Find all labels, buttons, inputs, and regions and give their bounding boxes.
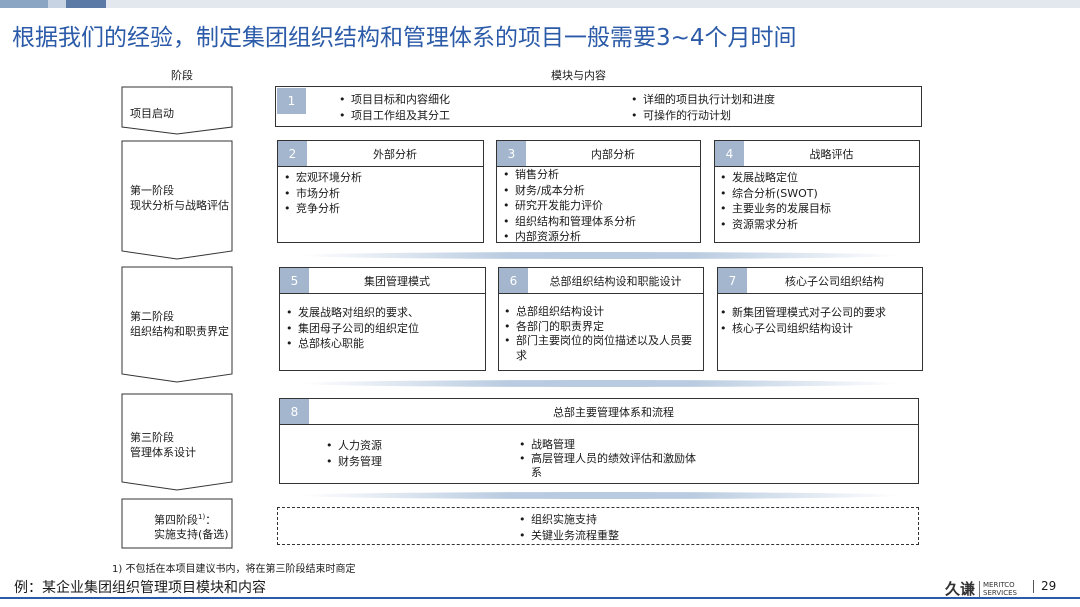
module-7-number: 7	[718, 268, 747, 293]
list-item: 财务管理	[326, 454, 382, 470]
list-item: 部门主要岗位的岗位描述以及人员要求	[504, 334, 700, 363]
content-column-header: 模块与内容	[551, 69, 606, 82]
list-item: 各部门的职责界定	[504, 320, 700, 335]
stage-0-label: 项目启动	[130, 107, 174, 120]
list-item: 综合分析(SWOT)	[720, 186, 831, 202]
list-item: 发展战略定位	[720, 170, 831, 186]
list-item: 战略管理	[519, 438, 699, 452]
module-3-header: 3 内部分析	[496, 140, 701, 166]
list-item: 可操作的行动计划	[631, 108, 775, 124]
slide-title: 根据我们的经验，制定集团组织结构和管理体系的项目一般需要3~4个月时间	[12, 25, 797, 51]
module-5-header: 5 集团管理模式	[279, 267, 486, 293]
stage-separator	[300, 252, 900, 259]
list-item: 详细的项目执行计划和进度	[631, 92, 775, 108]
module-7-title: 核心子公司组织结构	[785, 274, 884, 288]
stage-column-header: 阶段	[171, 69, 193, 82]
stage-4-label: 第四阶段1)： 实施支持(备选)	[154, 513, 229, 541]
stage-4-box	[121, 498, 233, 549]
list-item: 总部核心职能	[286, 336, 419, 352]
module-6-number: 6	[499, 268, 528, 293]
stage-2-chevron	[121, 266, 233, 383]
list-item: 销售分析	[503, 167, 636, 183]
list-item: 项目工作组及其分工	[339, 108, 450, 124]
top-accent-bar	[0, 0, 1080, 8]
list-item: 关键业务流程重整	[519, 528, 619, 544]
list-item: 核心子公司组织结构设计	[720, 321, 886, 337]
stage-separator	[300, 492, 900, 499]
module-4-list: 发展战略定位 综合分析(SWOT) 主要业务的发展目标 资源需求分析	[720, 170, 831, 232]
module-5-number: 5	[280, 268, 309, 293]
list-item: 人力资源	[326, 438, 382, 454]
list-item: 宏观环境分析	[284, 170, 362, 186]
module-6-list: 总部组织结构设计 各部门的职责界定 部门主要岗位的岗位描述以及人员要求	[504, 305, 700, 363]
module-2-list: 宏观环境分析 市场分析 竞争分析	[284, 170, 362, 217]
list-item: 总部组织结构设计	[504, 305, 700, 320]
module-3-box: 销售分析 财务/成本分析 研究开发能力评价 组织结构和管理体系分析 内部资源分析	[496, 166, 701, 243]
module-8-number: 8	[280, 399, 309, 424]
footnote: 1) 不包括在本项目建议书内，将在第三阶段结束时商定	[112, 564, 356, 575]
module-1-number: 1	[277, 88, 306, 114]
stage-3-label: 第三阶段 管理体系设计	[130, 431, 196, 459]
bottom-rule	[0, 597, 1080, 599]
list-item: 新集团管理模式对子公司的要求	[720, 305, 886, 321]
list-item: 组织实施支持	[519, 512, 619, 528]
module-5-title: 集团管理模式	[364, 274, 430, 288]
module-8-list-right: 战略管理 高层管理人员的绩效评估和激励体系	[519, 438, 699, 480]
list-item: 项目目标和内容细化	[339, 92, 450, 108]
module-4-header: 4 战略评估	[714, 140, 920, 166]
module-6-header: 6 总部组织结构设和职能设计	[498, 267, 704, 293]
module-3-number: 3	[497, 141, 526, 166]
list-item: 市场分析	[284, 186, 362, 202]
stage-2-label: 第二阶段 组织结构和职责界定	[130, 310, 229, 338]
list-item: 研究开发能力评价	[503, 198, 636, 214]
stage-1-chevron	[121, 140, 233, 260]
module-4-title: 战略评估	[809, 147, 854, 161]
module-7-list: 新集团管理模式对子公司的要求 核心子公司组织结构设计	[720, 305, 886, 336]
module-9-list: 组织实施支持 关键业务流程重整	[519, 512, 619, 543]
stage-separator	[300, 380, 900, 387]
module-1-list-left: 项目目标和内容细化 项目工作组及其分工	[339, 92, 450, 123]
module-6-title: 总部组织结构设和职能设计	[549, 274, 682, 288]
module-2-title: 外部分析	[373, 147, 417, 161]
module-8-list-left: 人力资源 财务管理	[326, 438, 382, 469]
list-item: 发展战略对组织的要求、	[286, 305, 419, 321]
module-5-list: 发展战略对组织的要求、 集团母子公司的组织定位 总部核心职能	[286, 305, 419, 352]
list-item: 财务/成本分析	[503, 183, 636, 199]
list-item: 内部资源分析	[503, 229, 636, 242]
page-number: 29	[1032, 579, 1057, 593]
list-item: 竞争分析	[284, 201, 362, 217]
module-2-number: 2	[278, 141, 307, 166]
slide-caption: 例：某企业集团组织管理项目模块和内容	[14, 580, 266, 596]
module-4-number: 4	[715, 141, 744, 166]
module-2-header: 2 外部分析	[277, 140, 484, 166]
module-8-title: 总部主要管理体系和流程	[553, 405, 674, 419]
list-item: 组织结构和管理体系分析	[503, 214, 636, 230]
stage-1-label: 第一阶段 现状分析与战略评估	[130, 184, 229, 212]
module-7-header: 7 核心子公司组织结构	[717, 267, 923, 293]
stage-0-chevron	[121, 86, 233, 135]
module-8-header: 8 总部主要管理体系和流程	[279, 398, 919, 424]
list-item: 高层管理人员的绩效评估和激励体系	[519, 452, 699, 480]
list-item: 集团母子公司的组织定位	[286, 321, 419, 337]
stage-3-chevron	[121, 393, 233, 491]
module-3-title: 内部分析	[591, 147, 635, 161]
list-item: 主要业务的发展目标	[720, 201, 831, 217]
module-3-list: 销售分析 财务/成本分析 研究开发能力评价 组织结构和管理体系分析 内部资源分析	[503, 167, 636, 242]
list-item: 资源需求分析	[720, 217, 831, 233]
module-1-list-right: 详细的项目执行计划和进度 可操作的行动计划	[631, 92, 775, 123]
